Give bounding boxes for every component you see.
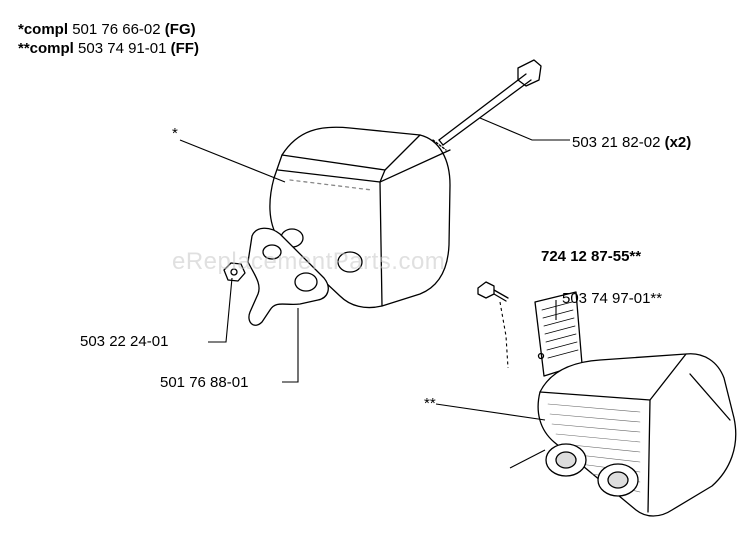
- callout-plate: 503 74 97-01**: [562, 290, 663, 307]
- muffler-fg-icon: [269, 126, 451, 309]
- leader-gasket: [282, 308, 299, 383]
- leader-nut: [208, 277, 233, 343]
- callout-screw: 724 12 87-55**: [541, 248, 642, 265]
- leader-muffler-ff: [435, 403, 546, 421]
- header-line-1: *compl 501 76 66-02 (FG): [18, 22, 196, 37]
- compl-suffix-fg: (FG): [164, 21, 196, 38]
- muffler-ff-icon: [537, 353, 737, 517]
- compl-number-ff: 503 74 91-01: [78, 40, 167, 57]
- nut-icon: [223, 262, 246, 282]
- callout-nut: 503 22 24-01: [80, 333, 169, 350]
- bolt-icon: [432, 59, 542, 151]
- leader-screw: [499, 301, 509, 369]
- screw-icon: [477, 281, 509, 302]
- gasket-icon: [247, 227, 329, 326]
- muffler-ff-marker: **: [424, 395, 436, 412]
- callout-bolt: 503 21 82-02 (x2): [572, 135, 691, 150]
- compl-suffix-ff: (FF): [170, 40, 199, 57]
- compl-label-fg: *compl: [18, 21, 69, 38]
- compl-label-ff: **compl: [18, 40, 74, 57]
- callout-gasket: 501 76 88-01: [160, 374, 249, 391]
- callout-bolt-number: 503 21 82-02: [572, 134, 661, 151]
- spark-plate-icon: [534, 291, 583, 377]
- leader-muffler-ff-2: [509, 449, 546, 469]
- callout-bolt-qty: (x2): [664, 134, 692, 151]
- watermark: eReplacementParts.com: [172, 248, 446, 275]
- leader-bolt: [479, 117, 570, 141]
- leader-lines: [179, 117, 570, 469]
- header-line-2: **compl 503 74 91-01 (FF): [18, 41, 199, 56]
- leader-muffler-fg: [179, 139, 286, 183]
- compl-number-fg: 501 76 66-02: [72, 21, 161, 38]
- muffler-fg-marker: *: [172, 125, 178, 142]
